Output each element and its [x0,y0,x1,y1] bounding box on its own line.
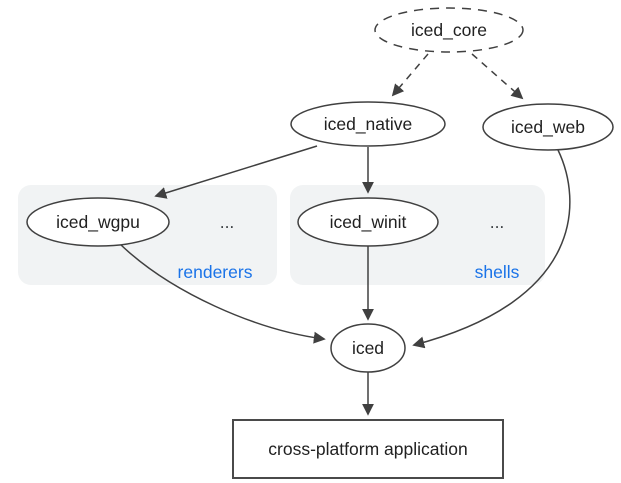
edge-core-to-native [391,53,429,97]
shells-ellipsis: ... [490,212,505,232]
node-iced-wgpu: iced_wgpu [26,197,170,247]
iced-winit-label: iced_winit [330,212,407,233]
edge-core-to-web [471,53,524,100]
renderers-ellipsis: ... [220,212,235,232]
edge-native-to-wgpu [154,145,318,199]
renderers-group-label: renderers [178,262,253,282]
edge-web-to-iced [412,149,571,349]
iced-native-ellipse [290,101,446,147]
node-iced-winit: iced_winit [297,197,439,247]
node-iced-web: iced_web [482,103,614,151]
application-rect [232,419,504,479]
node-iced: iced [330,323,406,373]
node-cross-platform-application: cross-platform application [232,419,504,479]
node-iced-native: iced_native [290,101,446,147]
iced-label: iced [352,338,384,358]
iced-web-ellipse [482,103,614,151]
iced-native-label: iced_native [324,114,413,135]
iced-core-label: iced_core [411,20,487,41]
iced-core-ellipse [374,7,524,53]
shells-group-label: shells [475,262,520,282]
iced-ellipse [330,323,406,373]
iced-wgpu-label: iced_wgpu [56,212,140,233]
iced-wgpu-ellipse [26,197,170,247]
iced-winit-ellipse [297,197,439,247]
application-label: cross-platform application [268,439,467,459]
iced-web-label: iced_web [511,117,585,138]
node-iced-core: iced_core [374,7,524,53]
edge-wgpu-to-iced [119,243,326,344]
